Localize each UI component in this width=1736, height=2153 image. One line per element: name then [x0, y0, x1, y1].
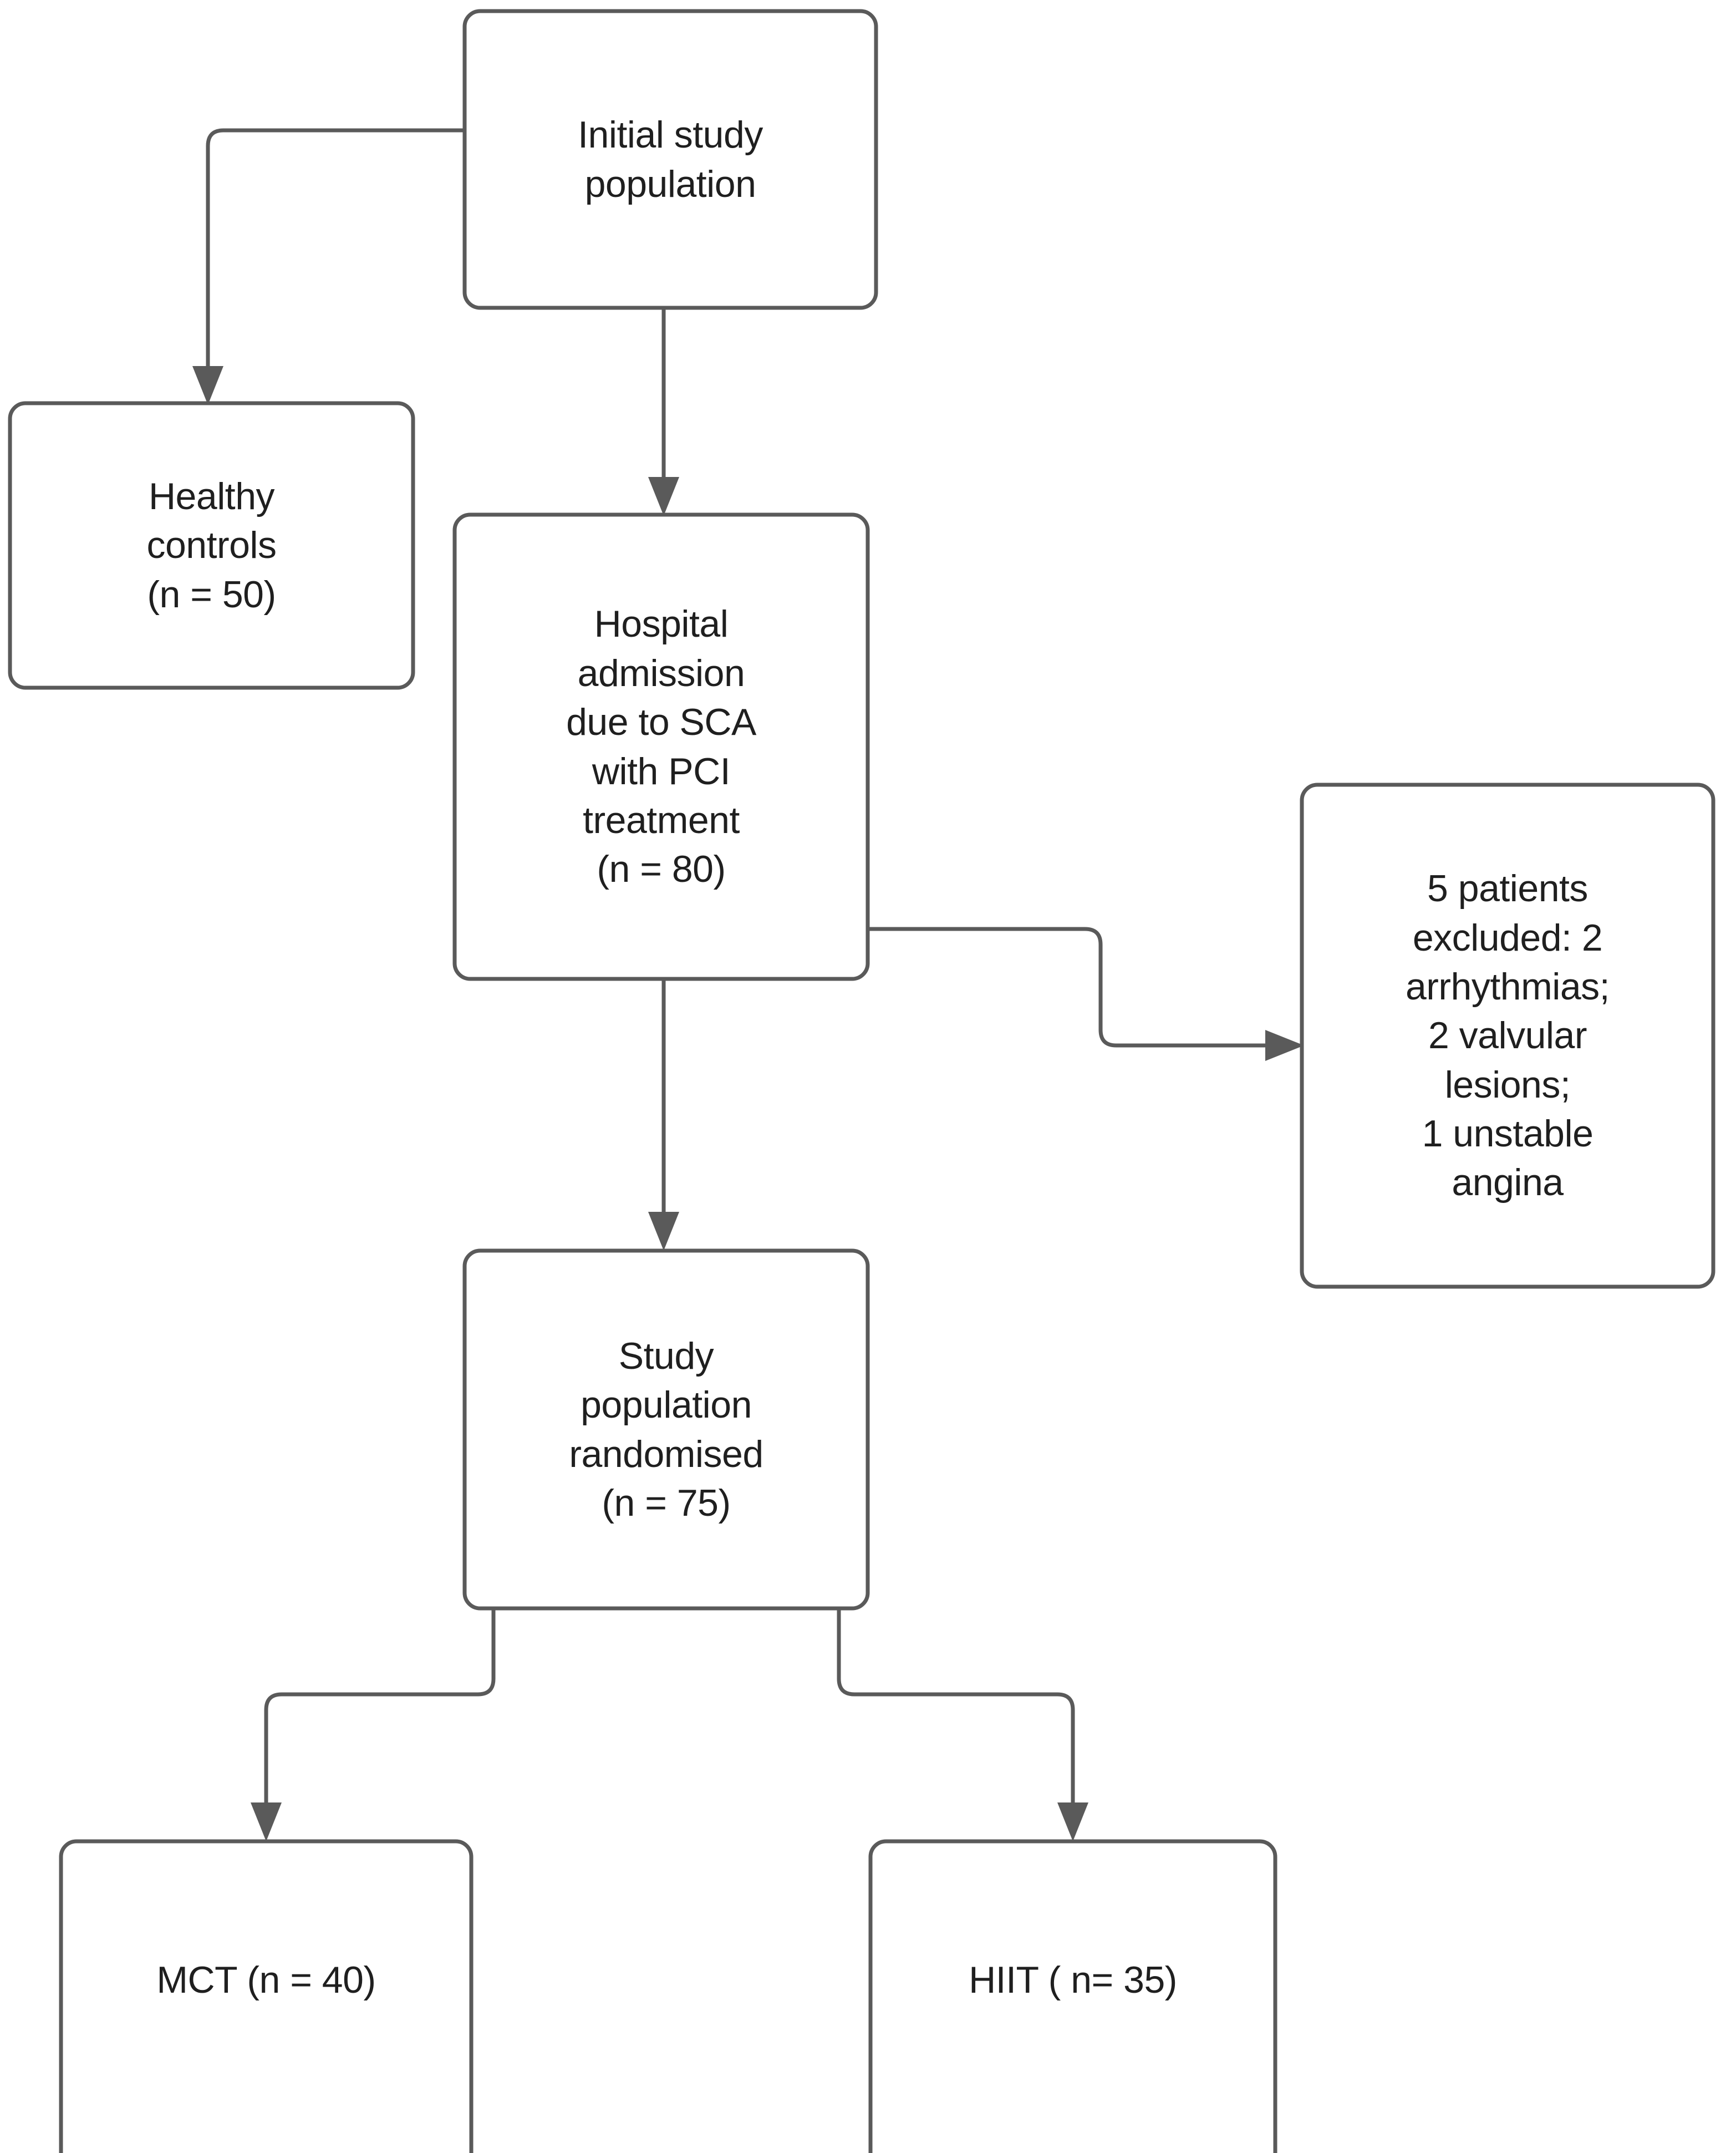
- node-box-hospital-admission[interactable]: [452, 512, 870, 981]
- edge-initial-to-healthy-controls: [192, 128, 465, 405]
- node-label-hiit: HIIT ( n= 35): [969, 1958, 1177, 2001]
- arrowhead-icon: [192, 366, 223, 405]
- arrowhead-icon: [648, 477, 679, 516]
- node-label-initial-study: Initial study population: [578, 114, 763, 205]
- arrowhead-icon: [1265, 1030, 1304, 1061]
- node-label-healthy-controls: Healthy controls (n = 50): [146, 475, 277, 616]
- edge-line: [868, 927, 1265, 1048]
- edge-initial-to-hospital: [648, 308, 679, 516]
- node-box-mct[interactable]: [59, 1839, 474, 2153]
- edge-line: [837, 1608, 1075, 1802]
- edge-line: [206, 128, 465, 366]
- edge-hospital-to-randomised: [648, 979, 679, 1251]
- arrowhead-icon: [251, 1802, 282, 1841]
- edge-hospital-to-excluded: [868, 927, 1304, 1061]
- node-label-study-randomised: Study population randomised (n = 75): [569, 1334, 763, 1524]
- node-box-healthy-controls[interactable]: [8, 401, 415, 690]
- node-box-initial-study[interactable]: [462, 9, 878, 310]
- node-box-study-randomised[interactable]: [462, 1248, 870, 1611]
- node-box-excluded-patients[interactable]: [1300, 783, 1715, 1289]
- arrowhead-icon: [1057, 1802, 1088, 1841]
- arrowhead-icon: [648, 1212, 679, 1251]
- node-box-hiit[interactable]: [868, 1839, 1277, 2153]
- edge-randomised-to-mct: [251, 1608, 496, 1841]
- node-label-excluded-patients: 5 patients excluded: 2 arrhythmias; 2 va…: [1405, 867, 1610, 1204]
- edge-line: [264, 1608, 496, 1802]
- node-label-hospital-admission: Hospital admission due to SCA with PCI t…: [566, 603, 756, 891]
- edge-randomised-to-hiit: [837, 1608, 1088, 1841]
- node-label-mct: MCT (n = 40): [156, 1958, 376, 2001]
